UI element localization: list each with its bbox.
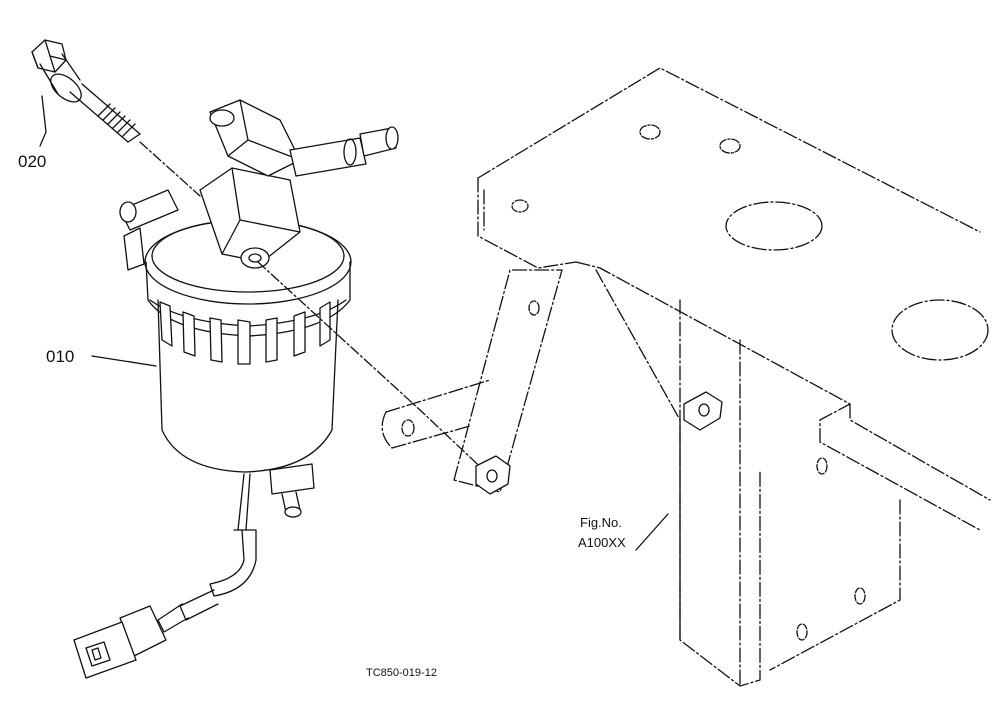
fuel-filter-010 xyxy=(73,99,491,679)
figure-ref-label: Fig.No. xyxy=(580,515,622,530)
bolt-020 xyxy=(31,39,201,197)
callout-010: 010 xyxy=(46,347,75,366)
drawing-code: TC850-019-12 xyxy=(366,667,437,679)
mounting-bracket xyxy=(381,67,991,687)
figure-ref-number: A100XX xyxy=(578,535,626,550)
callout-020: 020 xyxy=(18,152,47,171)
